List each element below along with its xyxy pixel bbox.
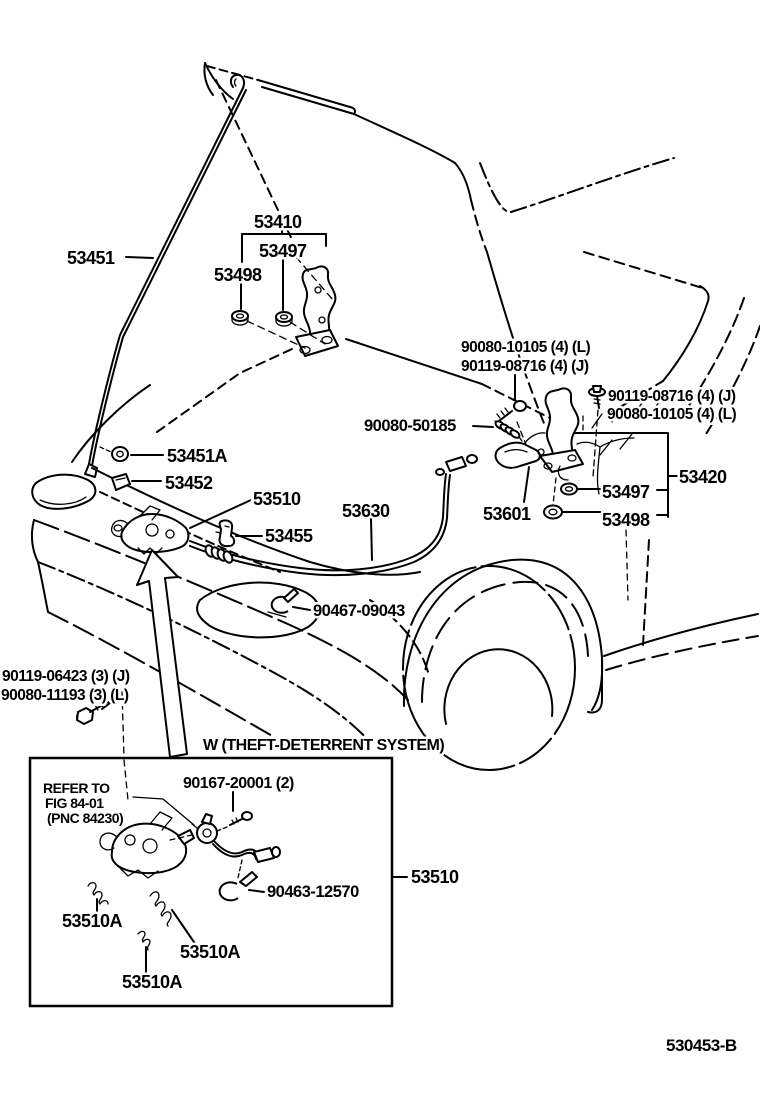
part-label-53410: 53410 (254, 212, 302, 232)
bolt-hinge-right (588, 385, 606, 478)
part-label-53510a-1: 53510A (62, 911, 123, 931)
note-refer-line1: REFER TO (43, 780, 110, 796)
hinge-bracket-53420-frame (561, 432, 678, 518)
grommet-53451a (111, 446, 129, 462)
part-label-53510-main: 53510 (253, 489, 301, 509)
hood-lock-assembly-main (110, 505, 190, 555)
labels: 53451 53410 53497 53498 90080-10105 (4) … (0, 210, 740, 1058)
note-refer-line3: (PNC 84230) (47, 810, 123, 826)
clip-53452 (111, 473, 131, 491)
inset-box (28, 756, 408, 1008)
part-label-53452: 53452 (165, 473, 213, 493)
part-label-90119-08716-right: 90119-08716 (4) (J) (608, 388, 736, 405)
hinge-nut-53498 (231, 310, 249, 326)
theft-switch-84230 (191, 813, 281, 863)
front-wheel (402, 558, 604, 771)
bolt-lock-mount (76, 691, 129, 801)
part-label-90080-50185: 90080-50185 (364, 417, 456, 435)
hinge-nut-53497 (275, 311, 293, 327)
part-label-90467-09043: 90467-09043 (313, 602, 405, 620)
part-label-90167-20001: 90167-20001 (2) (183, 775, 294, 792)
release-lever-53601 (494, 432, 546, 469)
part-label-53497-top: 53497 (259, 241, 307, 261)
release-cable-53630 (189, 454, 478, 577)
grommet-53498 (543, 504, 563, 520)
car-body (30, 157, 760, 753)
part-label-53498-right: 53498 (602, 510, 650, 530)
bumper-opening (196, 581, 320, 639)
part-label-90119-06423: 90119-06423 (3) (J) (2, 668, 130, 685)
lever-spring-90080-50185 (494, 420, 528, 449)
spring-53510a-2 (149, 891, 172, 927)
part-label-90463-12570: 90463-12570 (267, 883, 359, 901)
part-label-53601: 53601 (483, 504, 531, 524)
hood-hinge-left-53410 (231, 228, 339, 357)
grommet-53497 (560, 482, 578, 496)
part-label-90080-10105-right: 90080-10105 (4) (L) (607, 406, 737, 423)
note-theft-deterrent: W (THEFT-DETERRENT SYSTEM) (203, 737, 444, 754)
hood-hinge-right-53420 (539, 387, 629, 601)
clamp-90467 (267, 588, 299, 618)
note-refer-line2: FIG 84-01 (45, 795, 104, 811)
hood-lock-assembly-inset (99, 811, 195, 879)
hood-panel (203, 62, 546, 427)
part-label-53498-top: 53498 (214, 265, 262, 285)
part-label-53451: 53451 (67, 248, 115, 268)
part-label-90080-10105-top: 90080-10105 (4) (L) (461, 339, 591, 356)
part-label-53497-right: 53497 (602, 482, 650, 502)
part-label-53630: 53630 (342, 501, 390, 521)
part-label-90080-11193: 90080-11193 (3) (L) (1, 687, 129, 704)
bolt-90167 (216, 811, 253, 832)
part-label-53510a-2: 53510A (180, 942, 241, 962)
figure-code: 530453-B (666, 1036, 737, 1055)
spring-53510a-3 (137, 930, 151, 951)
pointer-arrow (136, 549, 188, 758)
part-label-53510-inset: 53510 (411, 867, 459, 887)
part-label-53510a-3: 53510A (122, 972, 183, 992)
part-label-53455: 53455 (265, 526, 313, 546)
clip-53455 (215, 519, 236, 548)
spring-53510a-1 (87, 881, 109, 905)
part-label-53420: 53420 (679, 467, 727, 487)
hood-prop-rod (84, 73, 247, 478)
clamp-90463 (218, 859, 258, 902)
part-label-53451a: 53451A (167, 446, 228, 466)
leader-lines (101, 256, 530, 710)
part-label-90119-08716-top: 90119-08716 (4) (J) (461, 358, 589, 375)
